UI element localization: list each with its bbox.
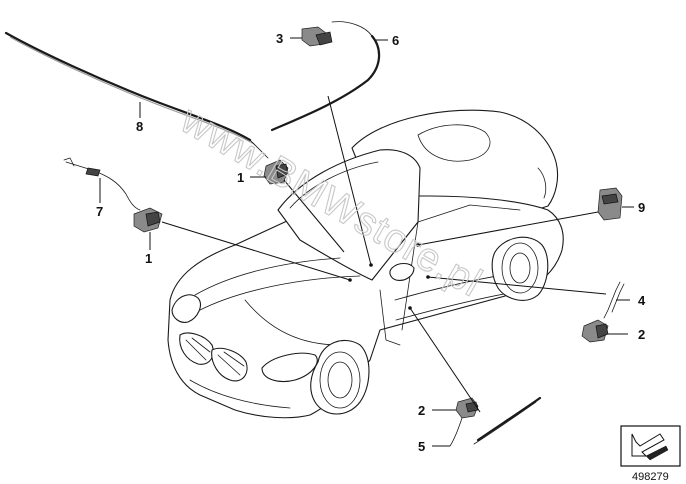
- part-8-strip: [4, 31, 269, 159]
- callout-1-left: 1: [145, 251, 152, 266]
- callout-8: 8: [136, 119, 143, 134]
- leader-lines: [99, 37, 634, 447]
- part-6-strip: [270, 21, 381, 132]
- callout-2-right: 2: [638, 327, 645, 342]
- callout-1-upper: 1: [237, 170, 244, 185]
- callout-5: 5: [418, 439, 425, 454]
- orientation-arrow-icon: [620, 425, 681, 467]
- callout-4: 4: [638, 293, 646, 308]
- reference-number: 498279: [632, 471, 669, 483]
- callout-6: 6: [392, 33, 399, 48]
- callout-numbers: 3 6 8 1 7 1 9 4 2 2 5: [96, 31, 646, 454]
- connection-dots: [348, 243, 430, 310]
- callout-3: 3: [276, 31, 283, 46]
- part-9-module: [597, 187, 623, 221]
- part-5-wire: [449, 396, 542, 447]
- callout-9: 9: [638, 200, 645, 215]
- part-2-sensor-right: [581, 319, 609, 343]
- part-4-bracket: [603, 281, 625, 319]
- part-1-sensor-upper: [263, 159, 289, 185]
- car-illustration: [167, 109, 564, 419]
- part-7-wire: [63, 157, 141, 211]
- part-3-connector: [301, 26, 333, 47]
- callout-2-bottom: 2: [418, 403, 425, 418]
- callout-7: 7: [96, 204, 103, 219]
- part-2-sensor-bottom: [455, 397, 479, 419]
- part-1-sensor-left: [133, 207, 163, 233]
